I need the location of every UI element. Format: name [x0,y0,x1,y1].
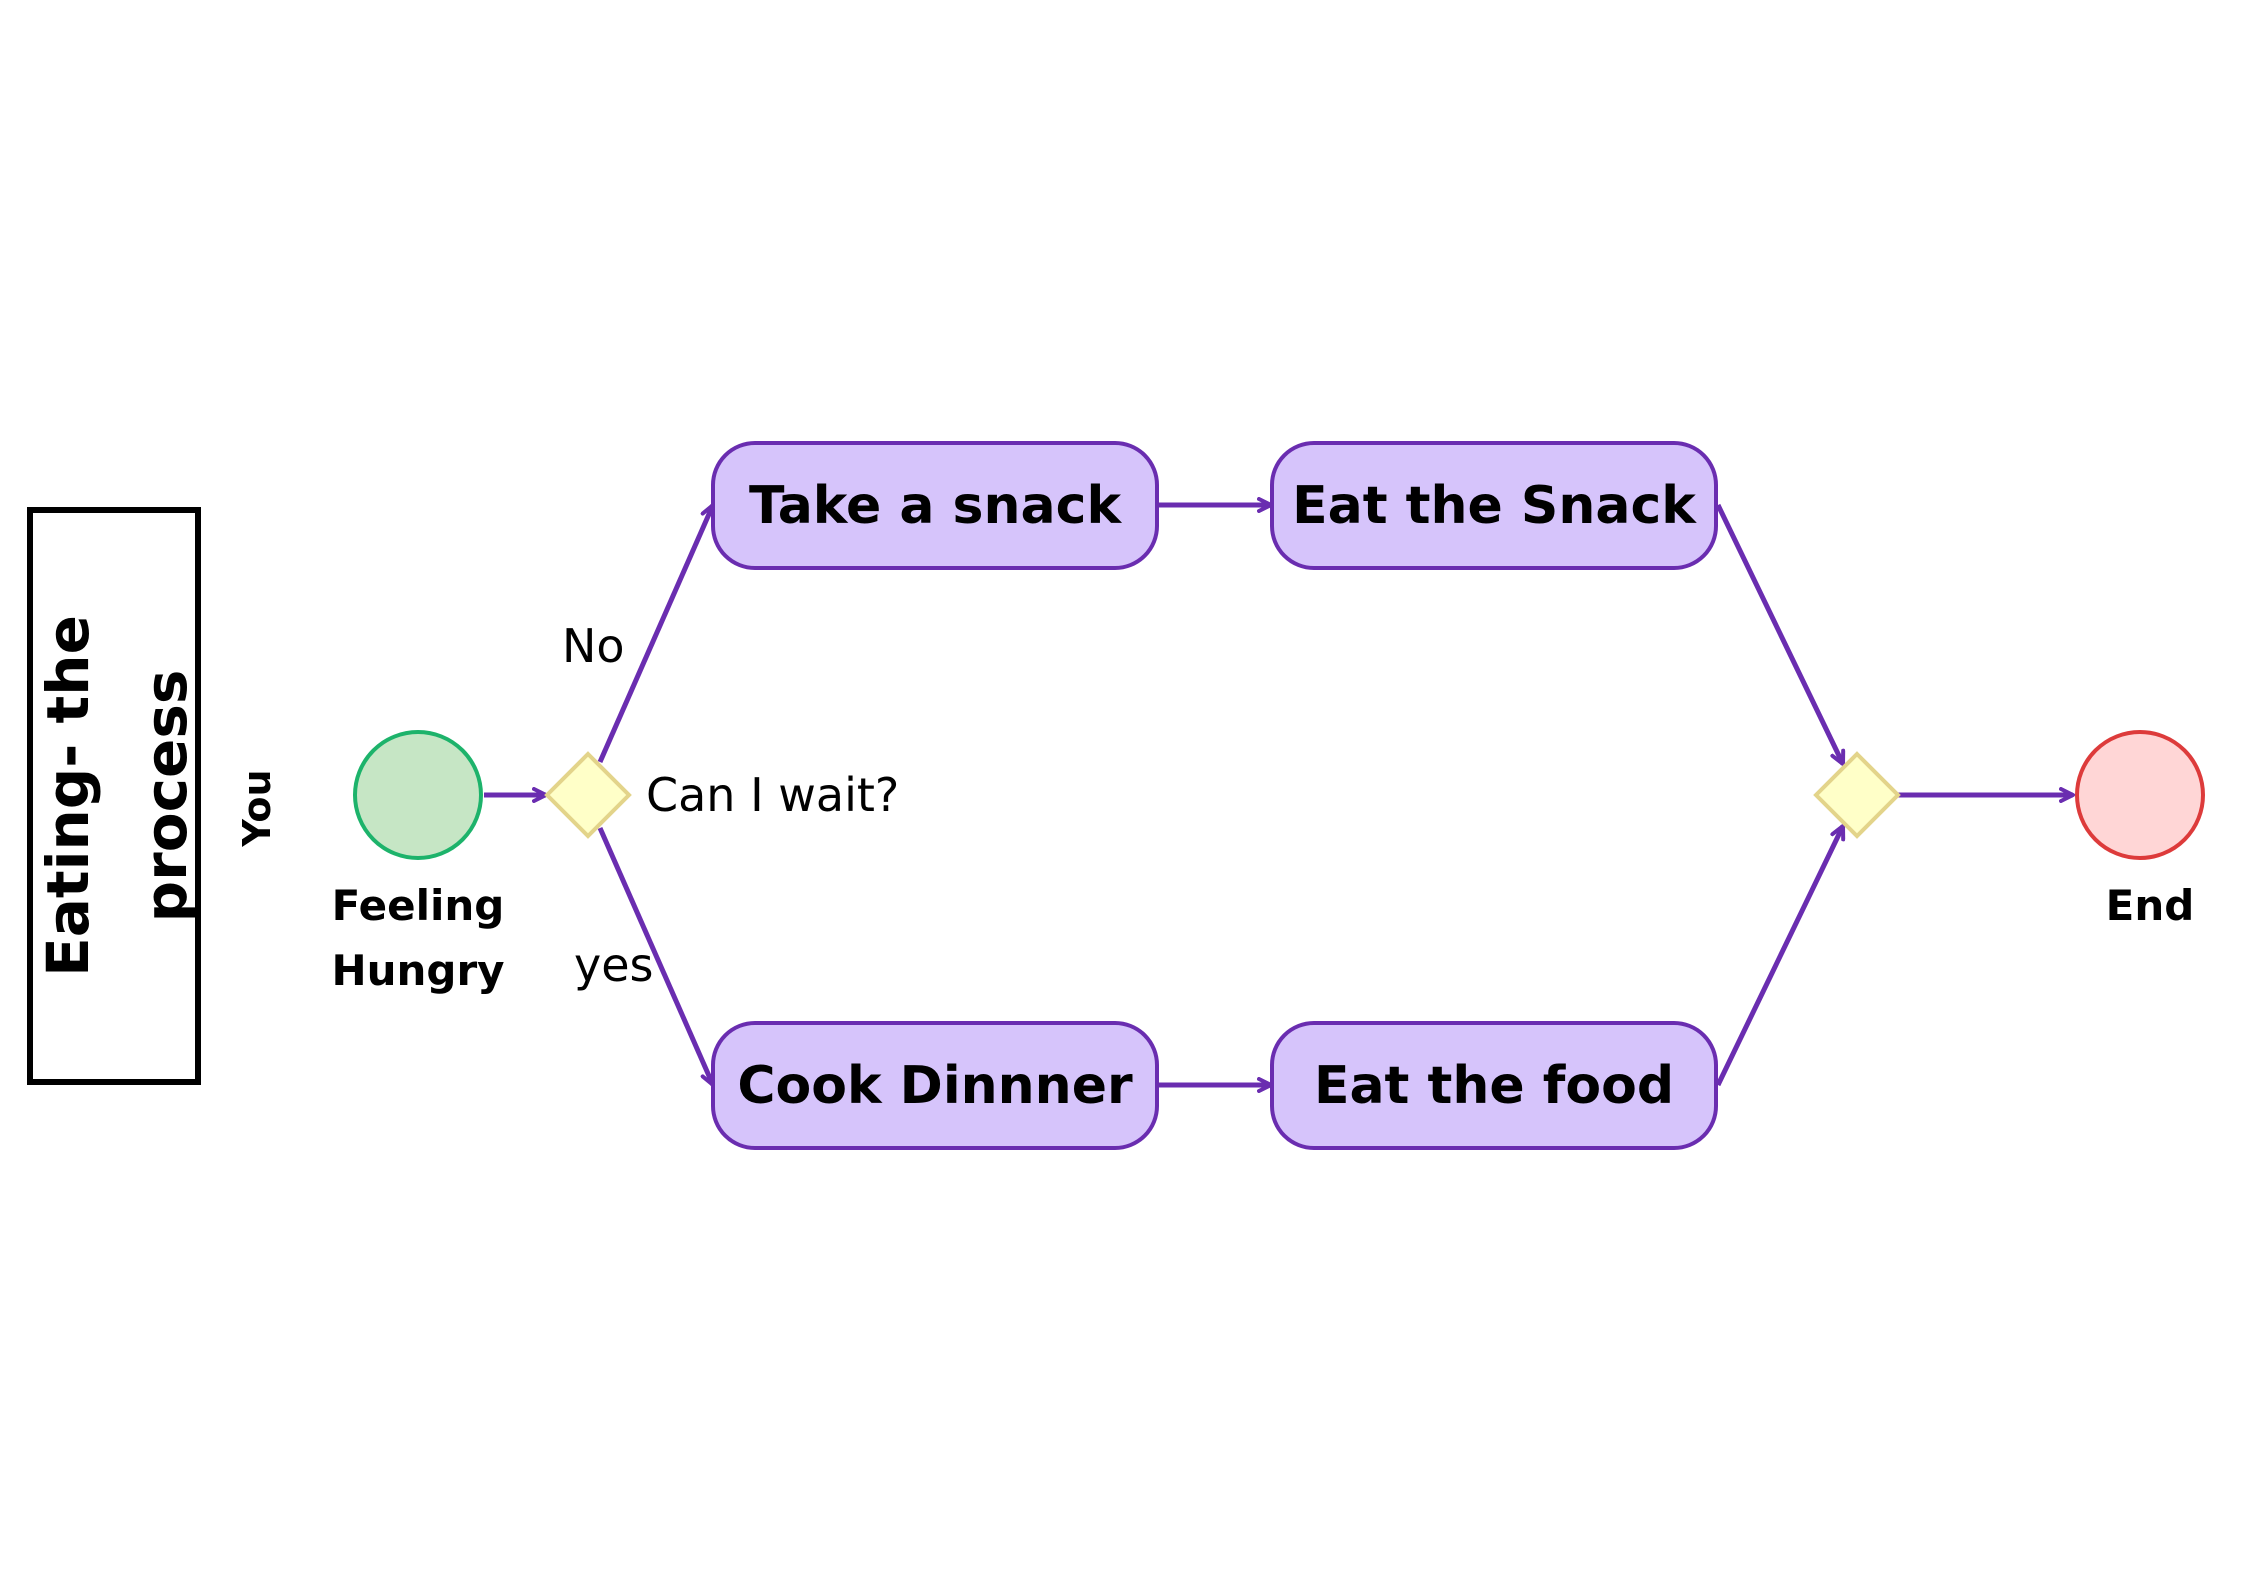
arrow-gateway-to-take-snack [597,503,716,764]
task-cook-dinner[interactable] [711,1021,1159,1150]
lane-label: You [235,769,279,847]
task-eat-food-label: Eat the food [1314,1056,1674,1116]
task-cook-dinner-label: Cook Dinnner [737,1056,1133,1116]
arrow-eat-food-to-merge [1715,824,1846,1087]
task-eat-snack-label: Eat the Snack [1292,476,1697,536]
title-line1: Eating- the [34,615,102,977]
task-take-snack[interactable] [711,441,1159,570]
start-event[interactable] [353,730,483,860]
task-eat-snack[interactable] [1270,441,1718,570]
branch-label-no: No [562,619,625,673]
end-event-label: End [2106,881,2195,930]
start-event-label-line1: Feeling [332,881,505,930]
branch-label-yes: yes [574,938,654,992]
title-line2: process [132,670,200,923]
arrow-eat-snack-to-merge [1715,503,1846,766]
task-eat-food[interactable] [1270,1021,1718,1150]
title-box [27,507,201,1085]
merge-gateway[interactable] [1813,751,1901,839]
task-take-snack-label: Take a snack [749,476,1122,536]
start-event-label-line2: Hungry [331,946,504,995]
decision-gateway[interactable] [544,751,632,839]
arrow-gateway-to-cook-dinner [597,826,716,1087]
end-event[interactable] [2075,730,2205,860]
decision-question: Can I wait? [646,768,899,822]
